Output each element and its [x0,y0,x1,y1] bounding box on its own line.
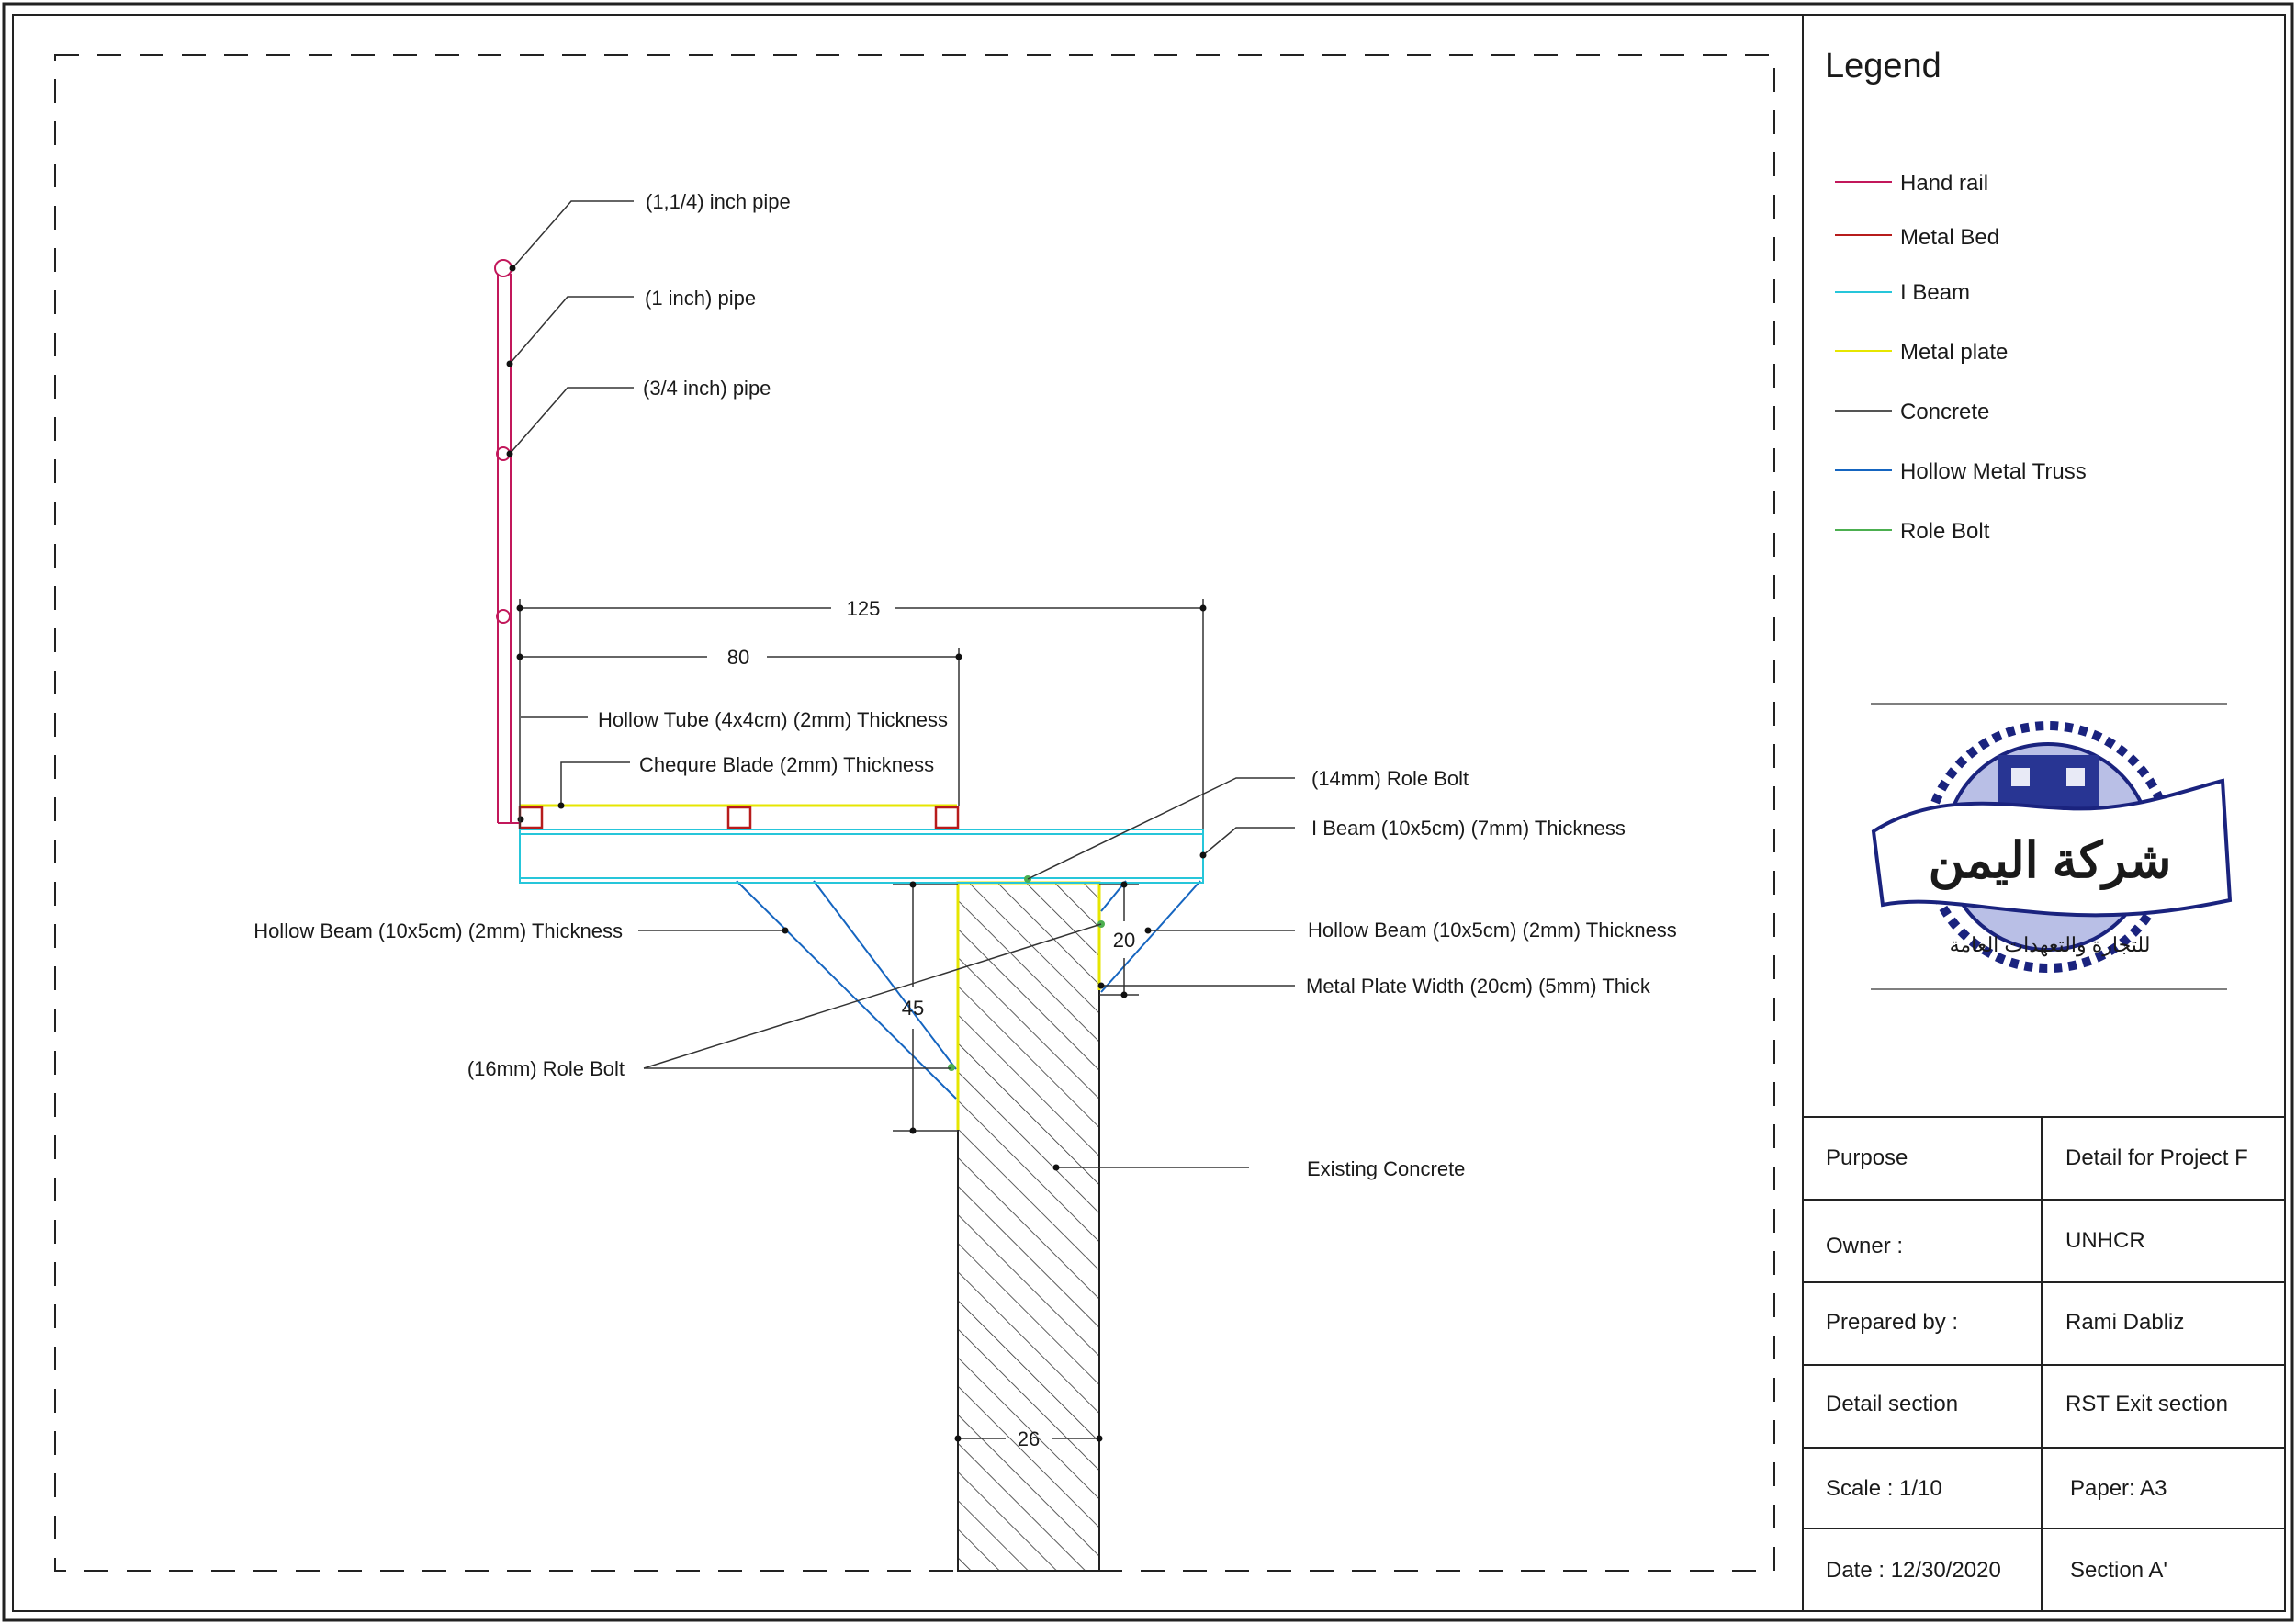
hollow-metal-truss [736,880,1201,1100]
logo-arabic-name: شركة اليمن [1929,833,2172,891]
title-block-prepared-value: Rami Dabliz [2065,1310,2184,1335]
title-block-date: Date : 12/30/2020 [1826,1558,2001,1583]
hand-rail [494,259,520,824]
title-block-owner-label: Owner : [1826,1234,1903,1258]
label-hollow-beam-right: Hollow Beam (10x5cm) (2mm) Thickness [1308,919,1677,942]
label-i-beam: I Beam (10x5cm) (7mm) Thickness [1311,817,1626,840]
title-block-detail-value: RST Exit section [2065,1392,2228,1416]
label-metal-plate-width: Metal Plate Width (20cm) (5mm) Thick [1306,975,1651,998]
dimension-125: 125 [847,597,881,620]
legend-label-hollow-metal-truss: Hollow Metal Truss [1900,459,2087,484]
title-block [1803,1116,2285,1611]
label-hollow-tube: Hollow Tube (4x4cm) (2mm) Thickness [598,708,948,731]
label-role-bolt-16mm: (16mm) Role Bolt [467,1057,625,1080]
legend-label-role-bolt: Role Bolt [1900,519,1990,544]
label-chequre-blade: Chequre Blade (2mm) Thickness [639,753,934,776]
title-block-section: Section A' [2070,1558,2167,1583]
logo-arabic-subtitle: للتجارة والتعهدات العامة [1950,933,2151,957]
title-block-prepared-label: Prepared by : [1826,1310,1958,1335]
logo-ribbon [1871,778,2233,918]
legend-title: Legend [1825,47,1941,85]
title-block-purpose-value: Detail for Project F [2065,1145,2248,1170]
legend-label-hand-rail: Hand rail [1900,171,1988,196]
leader-lines [509,200,1295,1168]
label-hollow-beam-left: Hollow Beam (10x5cm) (2mm) Thickness [253,919,623,942]
title-block-paper: Paper: A3 [2070,1476,2167,1501]
label-pipe-3-4-inch: (3/4 inch) pipe [643,377,771,400]
existing-concrete-column [957,882,1100,1572]
legend-list: Hand rail Metal Bed I Beam Metal plate C… [1835,171,2087,544]
title-block-purpose-label: Purpose [1826,1145,1908,1170]
dimension-ticks [516,604,1207,1442]
dashed-drawing-area [54,54,1775,1572]
label-pipe-1-inch: (1 inch) pipe [645,287,756,310]
leader-dots [506,265,1207,1171]
company-logo: شركة اليمن للتجارة والتعهدات العامة [1871,703,2233,990]
drawing-frame [12,14,2286,1612]
label-existing-concrete: Existing Concrete [1307,1157,1465,1180]
label-pipe-1-1-4-inch: (1,1/4) inch pipe [646,190,791,213]
dimension-26: 26 [1018,1427,1040,1450]
label-role-bolt-14mm: (14mm) Role Bolt [1311,767,1469,790]
role-bolts [948,875,1105,1071]
legend-label-concrete: Concrete [1900,400,1989,424]
metal-bed-hollow-tubes [518,806,960,829]
legend-label-metal-bed: Metal Bed [1900,225,1999,250]
title-block-scale: Scale : 1/10 [1826,1476,1942,1501]
legend-label-metal-plate: Metal plate [1900,340,2008,365]
i-beam [519,829,1204,884]
title-block-owner-value: UNHCR [2065,1228,2145,1253]
dimension-lines [519,599,1204,1439]
dimension-20: 20 [1113,929,1135,952]
title-block-detail-label: Detail section [1826,1392,1958,1416]
legend-label-i-beam: I Beam [1900,280,1970,305]
dimension-45: 45 [902,997,924,1020]
dimension-80: 80 [727,646,749,669]
